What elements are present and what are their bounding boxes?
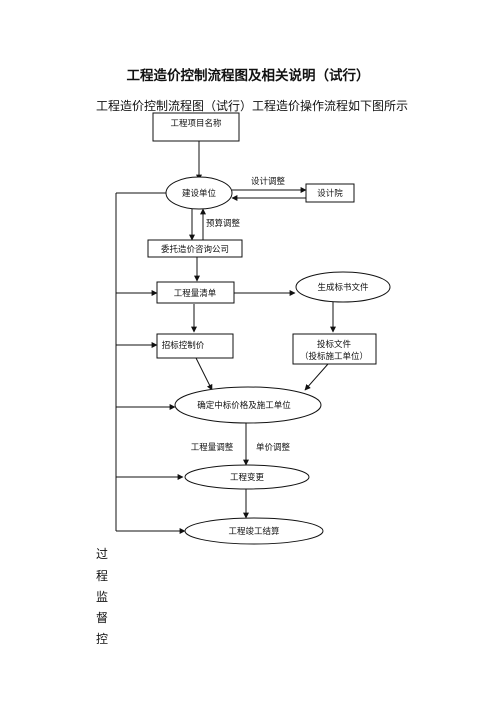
- label-construction-unit: 建设单位: [182, 188, 217, 199]
- side-text-char: 程: [96, 569, 109, 583]
- label-bid-documents-line2: （投标施工单位）: [300, 351, 368, 362]
- label-project-name: 工程项目名称: [170, 118, 222, 129]
- label-final-settlement: 工程竣工结算: [228, 526, 280, 537]
- node-bid-documents: [292, 333, 377, 365]
- node-project-name: [152, 112, 240, 142]
- node-tender-documents: [295, 271, 391, 303]
- node-bid-control-price: [156, 333, 234, 359]
- node-bill-of-quantities: [156, 281, 235, 304]
- label-unit-price-adjustment: 单价调整: [256, 442, 291, 453]
- label-design-adjustment: 设计调整: [251, 176, 286, 187]
- node-design-institute: [305, 183, 355, 203]
- node-consulting-company: [147, 239, 243, 258]
- document-title: 工程造价控制流程图及相关说明（试行）: [126, 68, 370, 84]
- arrow-control-to-winner: [195, 357, 213, 391]
- node-final-settlement: [184, 517, 324, 545]
- node-engineering-change: [184, 464, 310, 490]
- side-text-char: 过: [96, 547, 109, 561]
- label-determine-winner: 确定中标价格及施工单位: [197, 400, 291, 411]
- label-budget-adjustment: 预算调整: [206, 218, 241, 229]
- document-subtitle: 工程造价控制流程图（试行）工程造价操作流程如下图所示: [96, 99, 409, 113]
- label-quantity-adjustment: 工程量调整: [191, 442, 234, 453]
- label-design-institute: 设计院: [317, 188, 343, 199]
- label-bill-of-quantities: 工程量清单: [174, 288, 217, 299]
- node-construction-unit: [165, 176, 233, 210]
- label-tender-documents: 生成标书文件: [317, 282, 369, 293]
- label-engineering-change: 工程变更: [230, 472, 265, 483]
- label-consulting-company: 委托造价咨询公司: [161, 244, 229, 255]
- arrow-bid-to-winner: [304, 363, 329, 391]
- side-text-char: 控: [96, 632, 109, 646]
- side-text-char: 监: [96, 590, 109, 604]
- label-bid-control-price: 招标控制价: [162, 340, 205, 351]
- side-text-char: 督: [96, 611, 109, 625]
- node-determine-winner: [174, 386, 322, 424]
- label-bid-documents-line1: 投标文件: [317, 339, 352, 350]
